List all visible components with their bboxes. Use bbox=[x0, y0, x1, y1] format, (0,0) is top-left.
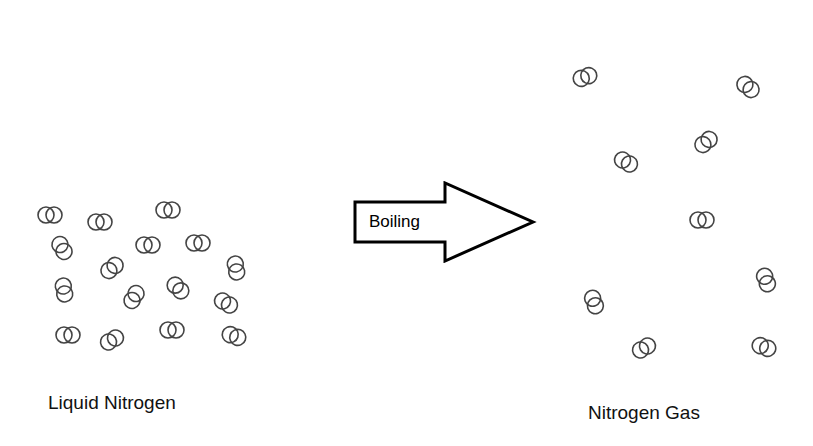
nitrogen-molecule bbox=[750, 335, 778, 358]
nitrogen-atom bbox=[228, 327, 249, 348]
nitrogen-molecule bbox=[56, 327, 80, 343]
nitrogen-molecule bbox=[220, 324, 248, 347]
nitrogen-atom bbox=[579, 65, 600, 86]
nitrogen-molecule bbox=[49, 234, 75, 263]
nitrogen-molecule bbox=[612, 149, 641, 175]
nitrogen-atom bbox=[758, 338, 779, 359]
nitrogen-molecule bbox=[88, 214, 112, 230]
nitrogen-atom bbox=[96, 214, 112, 230]
nitrogen-molecule bbox=[136, 237, 160, 253]
nitrogen-atom bbox=[55, 285, 74, 304]
nitrogen-atom bbox=[46, 207, 62, 223]
nitrogen-molecule bbox=[38, 207, 62, 223]
nitrogen-molecule bbox=[121, 283, 147, 312]
nitrogen-molecule bbox=[630, 335, 659, 361]
process-arrow: Boiling bbox=[355, 183, 535, 261]
nitrogen-molecule bbox=[734, 73, 763, 101]
nitrogen-atom bbox=[698, 212, 714, 228]
nitrogen-atom bbox=[227, 263, 246, 282]
nitrogen-molecule bbox=[226, 255, 246, 281]
nitrogen-atom bbox=[170, 280, 193, 303]
arrow-label: Boiling bbox=[369, 212, 420, 232]
nitrogen-molecule bbox=[690, 212, 714, 228]
nitrogen-atom bbox=[64, 327, 80, 343]
nitrogen-molecule bbox=[98, 254, 127, 282]
arrow-shape bbox=[355, 183, 533, 261]
nitrogen-molecule bbox=[156, 202, 180, 218]
nitrogen-atom bbox=[619, 153, 641, 175]
nitrogen-atom bbox=[105, 327, 127, 349]
nitrogen-molecule bbox=[186, 235, 210, 251]
nitrogen-atom bbox=[104, 254, 127, 277]
nitrogen-atom bbox=[740, 78, 763, 101]
nitrogen-molecule bbox=[212, 290, 241, 316]
state-label: Liquid Nitrogen bbox=[48, 392, 176, 414]
nitrogen-atom bbox=[53, 241, 75, 263]
nitrogen-molecule bbox=[54, 277, 74, 303]
nitrogen-atom bbox=[168, 322, 184, 338]
nitrogen-molecule bbox=[98, 327, 127, 353]
nitrogen-atom bbox=[585, 296, 606, 317]
nitrogen-atom bbox=[194, 235, 210, 251]
state-label: Nitrogen Gas bbox=[588, 402, 700, 424]
nitrogen-molecule bbox=[571, 65, 599, 88]
nitrogen-atom bbox=[757, 274, 778, 295]
nitrogen-atom bbox=[219, 294, 241, 316]
nitrogen-molecule bbox=[582, 288, 605, 316]
nitrogen-atom bbox=[144, 237, 160, 253]
nitrogen-molecule bbox=[164, 274, 192, 302]
nitrogen-atom bbox=[637, 335, 659, 357]
nitrogen-molecule bbox=[692, 128, 721, 156]
nitrogen-atom bbox=[164, 202, 180, 218]
nitrogen-molecule bbox=[754, 266, 777, 294]
nitrogen-atom bbox=[698, 128, 721, 151]
nitrogen-atom bbox=[125, 283, 147, 305]
nitrogen-molecule bbox=[160, 322, 184, 338]
